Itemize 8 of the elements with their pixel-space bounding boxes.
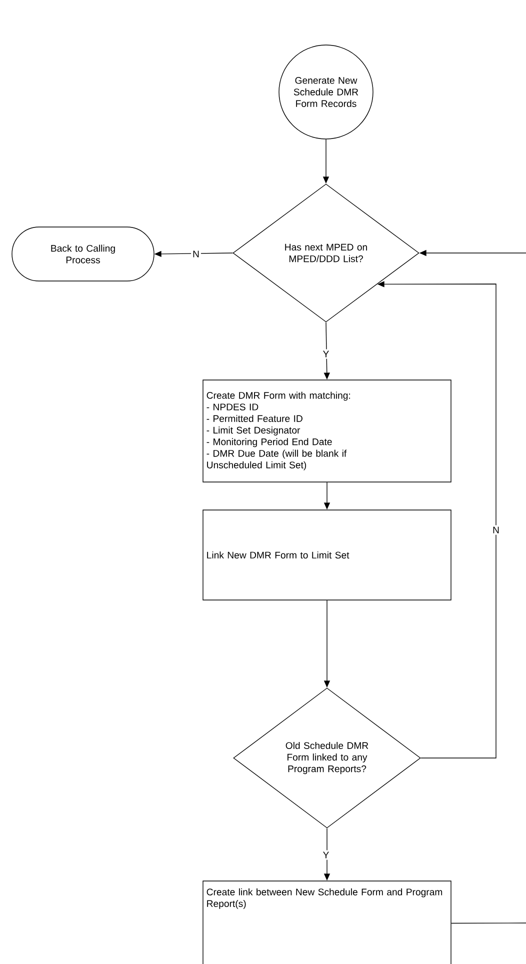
edge-label: Y	[321, 349, 331, 359]
process-box: Create link between New Schedule Form and Program Report(s)	[202, 880, 452, 964]
terminal-box: Back to Calling Process	[12, 226, 154, 282]
edge-label: N	[491, 525, 501, 535]
process-box: Link New DMR Form to Limit Set	[202, 510, 452, 600]
edge-label: Y	[321, 850, 331, 860]
edge-label: N	[191, 249, 201, 259]
process-box: Create DMR Form with matching: - NPDES ID - Permitted Feature ID - Limit Set Designator - Monitoring Period End Date - DMR Due Date (will be blank if Unscheduled Limit Set)	[202, 380, 452, 482]
